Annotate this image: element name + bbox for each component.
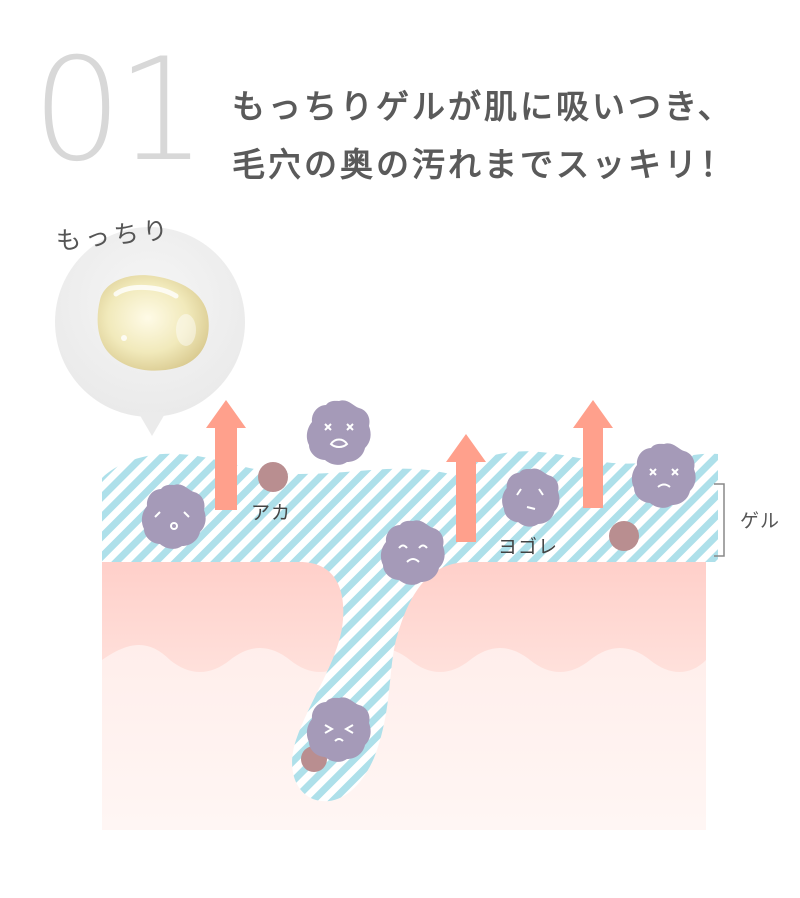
- dirt-particle: [631, 443, 696, 508]
- gel-layer: [102, 451, 718, 802]
- gel-drop-image: [97, 275, 209, 371]
- step-number: 01: [32, 28, 207, 193]
- aka-particle: [609, 521, 639, 551]
- dirt-particle: [380, 520, 445, 585]
- label-yogore: ヨゴレ: [498, 536, 559, 558]
- label-gel: ゲル: [740, 510, 781, 532]
- aka-particles: [258, 462, 639, 772]
- dirt-particle: [306, 400, 371, 465]
- headline: もっちりゲルが肌に吸いつき、 毛穴の奥の汚れまでスッキリ！: [232, 78, 792, 194]
- dirt-particle: [502, 468, 560, 527]
- headline-line-2: 毛穴の奥の汚れまでスッキリ！: [232, 145, 736, 184]
- gel-texture-bubble: [55, 227, 245, 436]
- lift-arrows: [206, 400, 613, 542]
- aka-particle: [258, 462, 288, 492]
- arrow-1: [206, 400, 246, 510]
- gel-bracket: [714, 483, 725, 557]
- label-aka: アカ: [251, 502, 292, 524]
- arrow-2: [446, 434, 486, 542]
- dirt-particle: [141, 484, 206, 549]
- headline-line-1: もっちりゲルが肌に吸いつき、: [232, 87, 734, 126]
- dirt-particle: [306, 697, 371, 762]
- arrow-3: [573, 400, 613, 508]
